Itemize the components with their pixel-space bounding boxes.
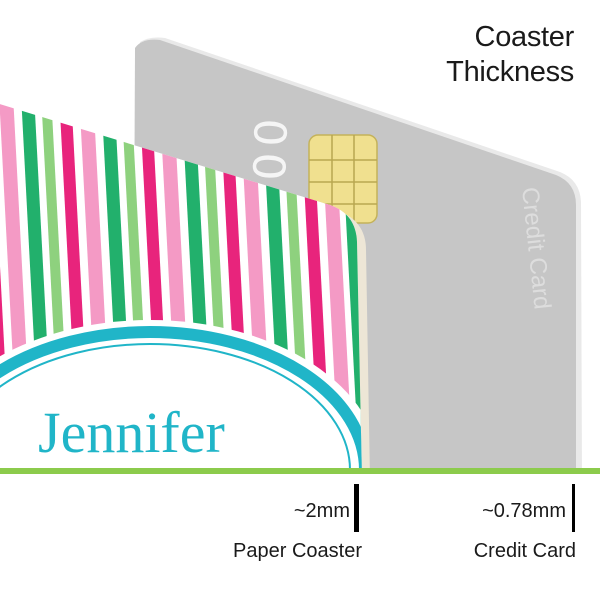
title-line-2: Thickness [446, 56, 574, 88]
comparison-panel: ~2mm Paper Coaster ~0.78mm Credit Card [0, 468, 600, 600]
paper-coaster-thickness: ~2mm [293, 500, 350, 522]
credit-card-thickness: ~0.78mm [482, 500, 566, 522]
card-chip-icon [308, 134, 378, 224]
credit-card-label: Credit Card [473, 540, 576, 562]
paper-coaster-label: Paper Coaster [233, 540, 362, 562]
title-line-1: Coaster [474, 21, 575, 53]
accent-divider [0, 468, 600, 474]
credit-card-thickness-bar [572, 484, 575, 532]
paper-coaster-thickness-bar [354, 484, 359, 532]
coaster-name: Jennifer [38, 400, 225, 465]
page-title: Coaster Thickness [446, 20, 574, 90]
